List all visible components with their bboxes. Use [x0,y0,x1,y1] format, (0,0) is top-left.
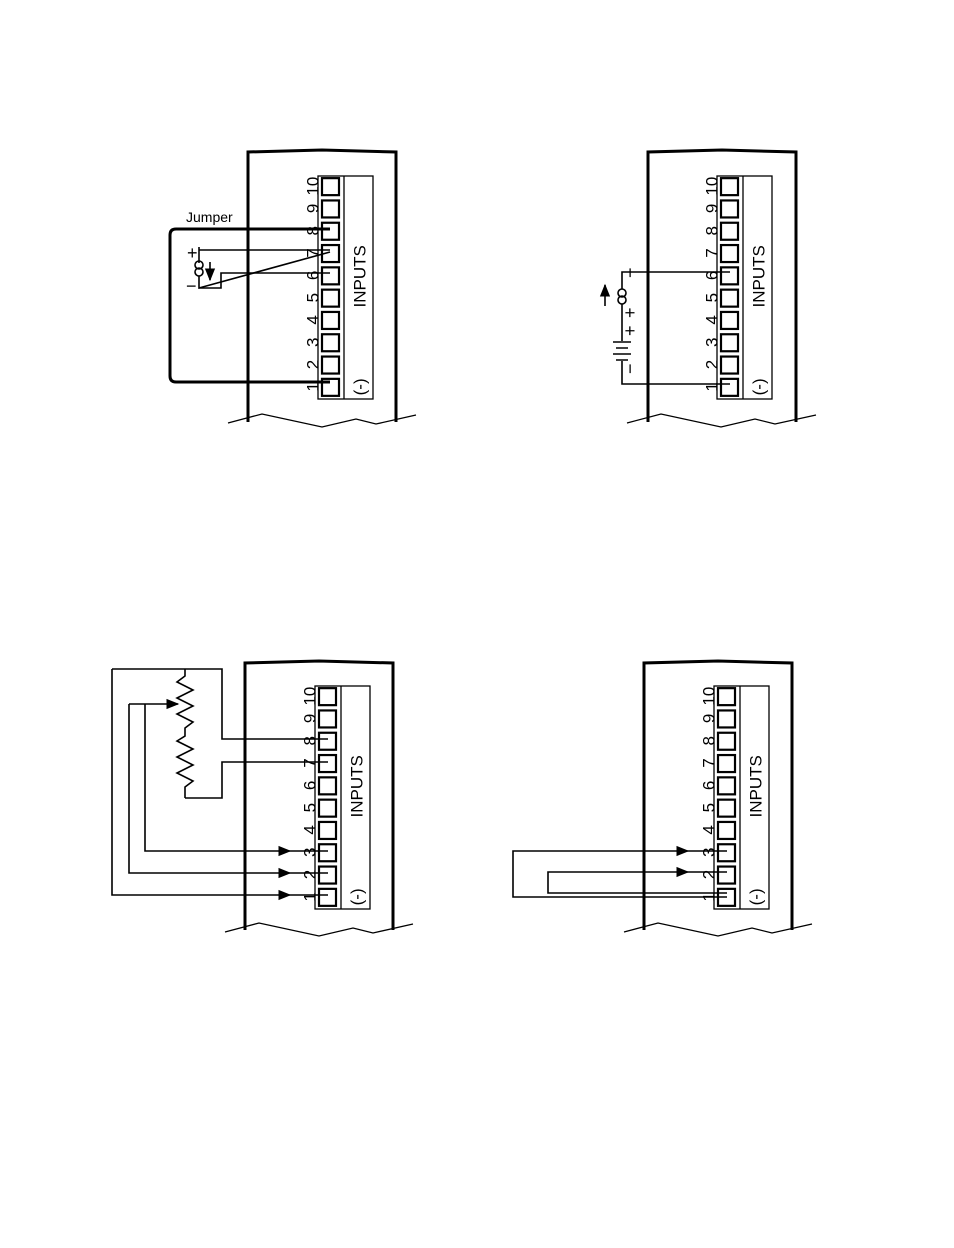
pin-label-2: 2 [301,870,320,879]
plus-sign-source: + [620,307,640,318]
pin-label-9: 9 [304,204,323,213]
screw-terminal-2 [319,867,336,884]
pin-label-5: 5 [301,803,320,812]
inputs-label: INPUTS [750,245,769,307]
pin-label-8: 8 [700,736,719,745]
screw-terminal-9 [721,200,738,217]
pin-label-9: 9 [700,714,719,723]
screw-terminal-6 [718,777,735,794]
pin-label-1: 1 [304,382,323,391]
screw-terminal-8 [721,223,738,240]
pin-label-8: 8 [304,226,323,235]
screw-terminal-3 [319,844,336,861]
plus-sign: + [187,243,198,263]
screw-terminal-7 [718,755,735,772]
screw-terminal-10 [721,178,738,195]
jumper-label: Jumper [186,209,233,225]
screw-terminal-2 [718,867,735,884]
screw-terminal-1 [319,889,336,906]
minus-sign-battery: − [620,363,640,374]
pin-label-6: 6 [700,781,719,790]
minus-sign: − [186,276,197,296]
pin-label-4: 4 [304,315,323,324]
pin-label-7: 7 [301,758,320,767]
screw-terminal-3 [721,334,738,351]
screw-terminal-3 [718,844,735,861]
pin-label-3: 3 [304,338,323,347]
common-label: (-) [351,378,370,395]
pin-label-9: 9 [301,714,320,723]
screw-terminal-7 [721,245,738,262]
pin-label-4: 4 [301,825,320,834]
screw-terminal-4 [718,822,735,839]
pin-label-8: 8 [703,226,722,235]
screw-terminal-4 [319,822,336,839]
pin-label-2: 2 [703,360,722,369]
screw-terminal-10 [718,688,735,705]
pin-label-5: 5 [700,803,719,812]
pin-label-4: 4 [700,825,719,834]
input-wiring [513,851,727,897]
inputs-label: INPUTS [351,245,370,307]
screw-terminal-6 [322,267,339,284]
screw-terminal-9 [322,200,339,217]
screw-terminal-6 [721,267,738,284]
pin-label-10: 10 [301,687,320,706]
screw-terminal-8 [718,733,735,750]
screw-terminal-4 [322,312,339,329]
screw-terminal-4 [721,312,738,329]
screw-terminal-3 [322,334,339,351]
pin-label-3: 3 [301,848,320,857]
inputs-label: INPUTS [747,755,766,817]
screw-terminal-5 [718,800,735,817]
screw-terminal-9 [319,710,336,727]
plus-sign-battery: + [620,325,640,336]
minus-sign-top: − [620,267,640,278]
screw-terminal-2 [721,357,738,374]
resistor-network [112,669,328,895]
screw-terminal-5 [721,290,738,307]
common-label: (-) [747,888,766,905]
screw-terminal-10 [322,178,339,195]
pin-label-10: 10 [700,687,719,706]
pin-label-2: 2 [304,360,323,369]
pin-label-7: 7 [703,248,722,257]
pin-label-6: 6 [301,781,320,790]
pin-label-5: 5 [304,293,323,302]
inputs-label: INPUTS [348,755,367,817]
pin-label-9: 9 [703,204,722,213]
pin-label-5: 5 [703,293,722,302]
screw-terminal-6 [319,777,336,794]
pin-label-3: 3 [700,848,719,857]
pin-label-8: 8 [301,736,320,745]
pin-label-10: 10 [703,177,722,196]
pin-label-3: 3 [703,338,722,347]
pin-label-7: 7 [700,758,719,767]
pin-label-10: 10 [304,177,323,196]
screw-terminal-5 [322,290,339,307]
pin-label-1: 1 [301,892,320,901]
screw-terminal-2 [322,357,339,374]
common-label: (-) [348,888,367,905]
screw-terminal-1 [721,379,738,396]
screw-terminal-5 [319,800,336,817]
screw-terminal-8 [322,223,339,240]
common-label: (-) [750,378,769,395]
screw-terminal-10 [319,688,336,705]
screw-terminal-9 [718,710,735,727]
screw-terminal-7 [319,755,336,772]
pin-label-4: 4 [703,315,722,324]
screw-terminal-8 [319,733,336,750]
pin-label-6: 6 [304,271,323,280]
